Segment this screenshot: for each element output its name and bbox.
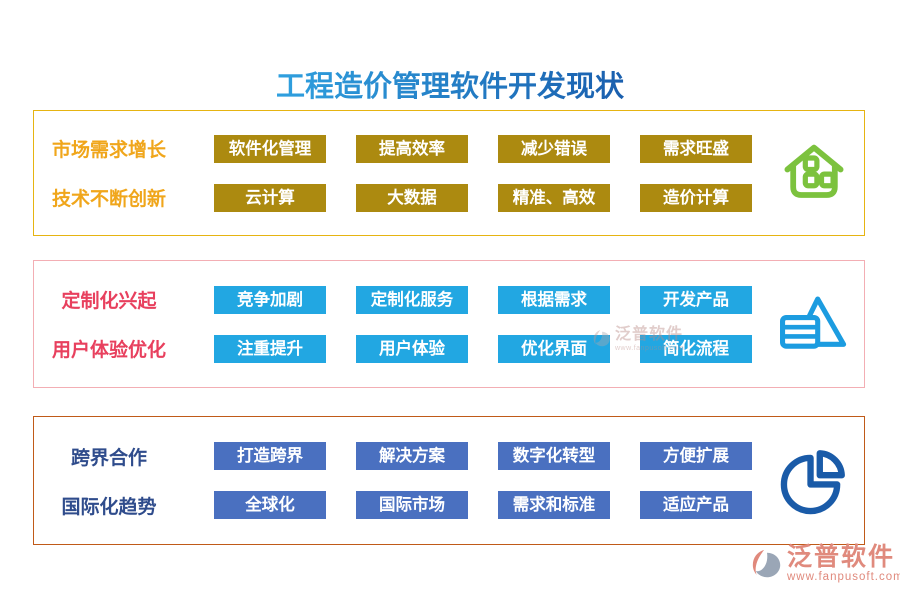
tag-chip: 解决方案	[356, 442, 468, 470]
pie-chart-icon	[777, 444, 851, 518]
tag-chip: 全球化	[214, 491, 326, 519]
panel-row: 用户体验优化 注重提升 用户体验 优化界面 简化流程	[34, 334, 864, 363]
tag-chip: 根据需求	[498, 285, 610, 314]
row-label: 定制化兴起	[61, 291, 157, 312]
page-title: 工程造价管理软件开发现状	[276, 63, 624, 105]
row-label: 跨界合作	[70, 447, 147, 469]
row-label: 国际化趋势	[61, 496, 157, 518]
panel-row: 市场需求增长 软件化管理 提高效率 减少错误 需求旺盛	[34, 134, 864, 163]
tag-chip: 定制化服务	[356, 285, 468, 314]
row-label: 用户体验优化	[51, 340, 166, 361]
brand-name: 泛普软件	[787, 544, 896, 571]
tag-chip: 简化流程	[640, 334, 752, 363]
tag-chip: 造价计算	[640, 183, 752, 212]
panel-market-demand-growth: 市场需求增长 软件化管理 提高效率 减少错误 需求旺盛 技术不断创新 云计算 大…	[33, 110, 865, 236]
panel-row: 技术不断创新 云计算 大数据 精准、高效 造价计算	[34, 183, 864, 212]
fanpu-logo-icon	[752, 549, 781, 578]
tag-chip: 适应产品	[640, 491, 752, 519]
tag-chip: 开发产品	[640, 285, 752, 314]
tag-chip: 精准、高效	[498, 183, 610, 212]
pyramid-list-icon	[777, 287, 851, 361]
tag-chip: 需求旺盛	[640, 134, 752, 163]
panel-row: 定制化兴起 竞争加剧 定制化服务 根据需求 开发产品	[34, 285, 864, 314]
tag-chip: 需求和标准	[498, 491, 610, 519]
tag-chip: 打造跨界	[214, 442, 326, 470]
tag-chip: 优化界面	[498, 334, 610, 363]
tag-chip: 大数据	[356, 183, 468, 212]
tag-chip: 数字化转型	[498, 442, 610, 470]
house-icon	[777, 136, 851, 210]
panel-customization-rise: 定制化兴起 竞争加剧 定制化服务 根据需求 开发产品 用户体验优化 注重提升 用…	[33, 260, 865, 388]
panel-row: 跨界合作 打造跨界 解决方案 数字化转型 方便扩展	[34, 442, 864, 470]
brand-url: www.fanpusoft.com	[787, 571, 900, 583]
panel-row: 国际化趋势 全球化 国际市场 需求和标准 适应产品	[34, 491, 864, 519]
row-label: 技术不断创新	[51, 189, 166, 210]
brand-logo: 泛普软件 www.fanpusoft.com	[750, 545, 900, 584]
panel-globalization-trend: 跨界合作 打造跨界 解决方案 数字化转型 方便扩展 国际化趋势 全球化 国际市场…	[33, 416, 865, 545]
tag-chip: 国际市场	[356, 491, 468, 519]
tag-chip: 竞争加剧	[214, 285, 326, 314]
tag-chip: 减少错误	[498, 134, 610, 163]
tag-chip: 注重提升	[214, 334, 326, 363]
tag-chip: 用户体验	[356, 334, 468, 363]
tag-chip: 软件化管理	[214, 134, 326, 163]
tag-chip: 方便扩展	[640, 442, 752, 470]
row-label: 市场需求增长	[51, 140, 166, 161]
tag-chip: 云计算	[214, 183, 326, 212]
tag-chip: 提高效率	[356, 134, 468, 163]
